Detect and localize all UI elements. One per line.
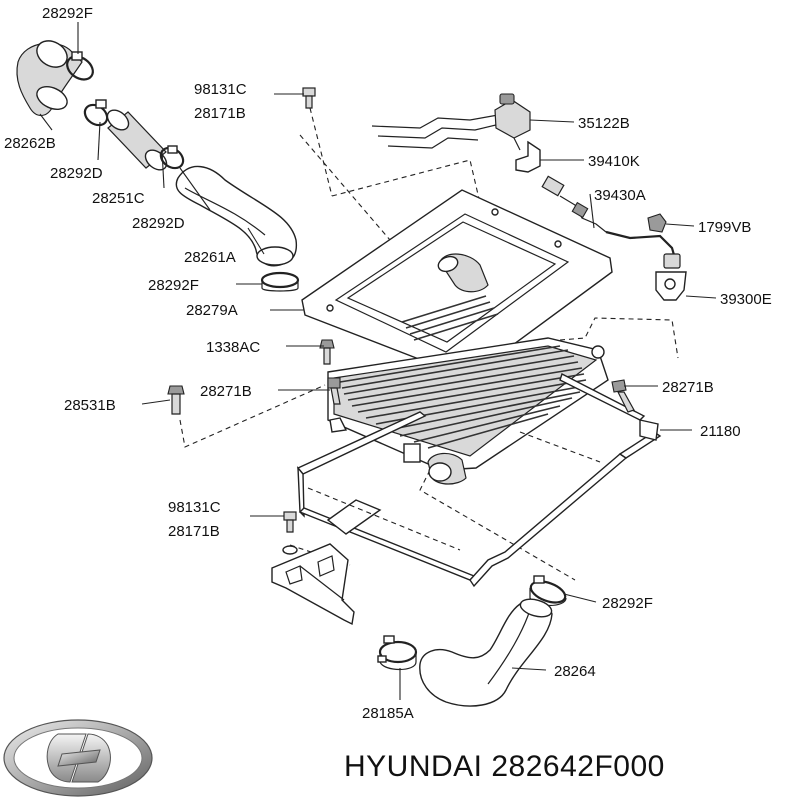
callout-39410k: 39410K: [588, 153, 640, 170]
bolt-28271b-right: [611, 379, 635, 413]
bolt-28531b: [167, 385, 185, 415]
callout-28279a: 28279A: [186, 302, 238, 319]
callout-28185a: 28185A: [362, 705, 414, 722]
callout-labels: 28292F 28262B 28292D 28251C 28292D 28261…: [4, 5, 772, 722]
callout-35122b: 35122B: [578, 115, 630, 132]
hose-assembly-top-left: [16, 40, 300, 292]
bolt-98131c-top: [302, 87, 316, 109]
bolt-98131c-bottom: [282, 511, 298, 555]
mounting-frame: [296, 373, 662, 588]
callout-28292f-mid: 28292F: [148, 277, 199, 294]
callout-28292f-bottom: 28292F: [602, 595, 653, 612]
callout-98131c-top: 98131C: [194, 81, 247, 98]
clamp-28185a: [377, 635, 418, 671]
hyundai-logo-icon: [3, 719, 153, 797]
bolt-28271b-left: [327, 377, 341, 405]
callout-28262b: 28262B: [4, 135, 56, 152]
callout-28292d-b: 28292D: [132, 215, 185, 232]
callout-39300e: 39300E: [720, 291, 772, 308]
callout-28261a: 28261A: [184, 249, 236, 266]
clamp-28292f-mid: [260, 271, 300, 292]
leader-lines: [39, 22, 717, 700]
callout-98131c-bottom: 98131C: [168, 499, 221, 516]
callout-28292f-top: 28292F: [42, 5, 93, 22]
lower-bracket: [271, 543, 355, 626]
callout-28251c: 28251C: [92, 190, 145, 207]
bolts: [167, 87, 635, 555]
sensor-39300e: [655, 253, 687, 301]
brand-part-number: HYUNDAI 282642F000: [344, 750, 665, 783]
hose-assembly-bottom: [377, 575, 567, 707]
callout-28264: 28264: [554, 663, 596, 680]
sensor-35122b: [494, 93, 531, 151]
sensor-harness: [371, 93, 687, 301]
callout-1338ac: 1338AC: [206, 339, 260, 356]
callout-28271b-left: 28271B: [200, 383, 252, 400]
bracket-39410k: [515, 140, 541, 173]
callout-1799vb: 1799VB: [698, 219, 751, 236]
bolt-1338ac: [319, 339, 335, 365]
callout-28171b-top: 28171B: [194, 105, 246, 122]
clamp-28292d-a: [83, 99, 109, 127]
harness-39430a: [541, 175, 678, 263]
clamp-28292f-top: [66, 51, 94, 81]
hose-28264: [419, 599, 553, 707]
callout-28271b-right: 28271B: [662, 379, 714, 396]
callout-21180: 21180: [700, 423, 741, 440]
callout-28292d-a: 28292D: [50, 165, 103, 182]
callout-39430a: 39430A: [594, 187, 646, 204]
clip-1799vb: [647, 213, 667, 233]
callout-28171b-bottom: 28171B: [168, 523, 220, 540]
callout-28531b: 28531B: [64, 397, 116, 414]
intercooler-cover-28279a: [301, 189, 613, 379]
